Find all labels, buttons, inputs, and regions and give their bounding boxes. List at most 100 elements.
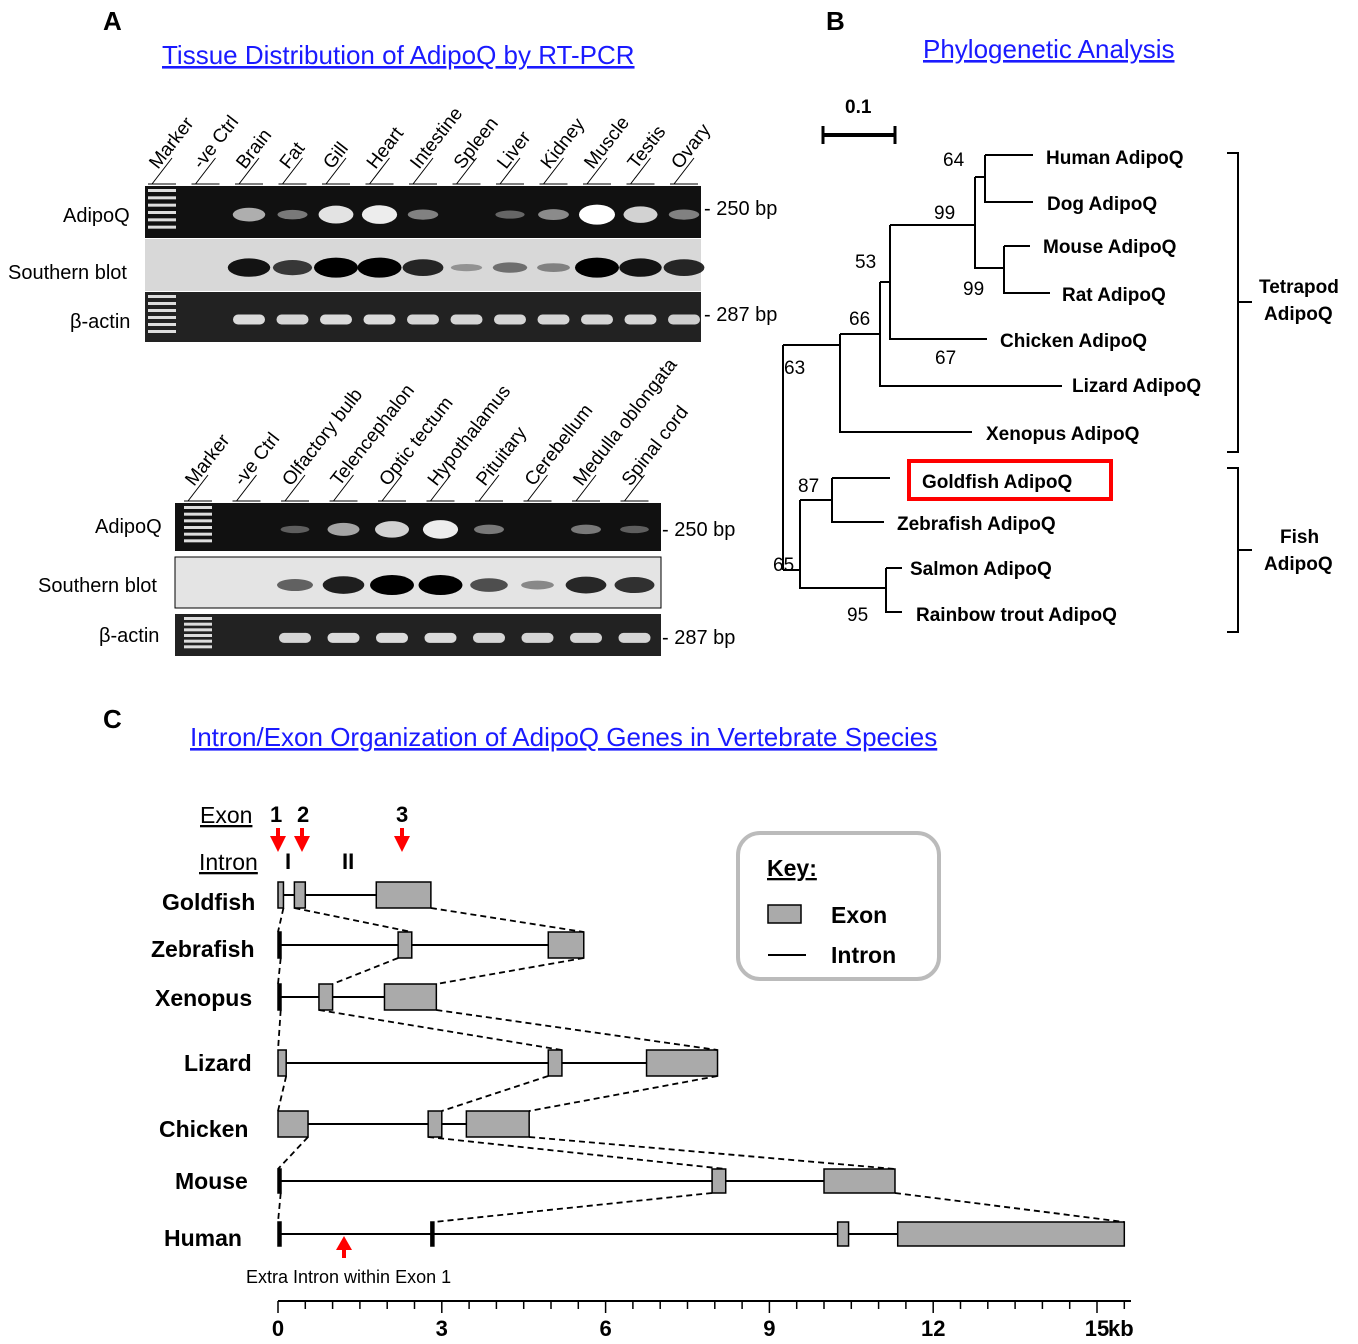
goldfish-highlight-box [907,459,1113,501]
lane-label: Heart [363,123,409,173]
tree-branch-mammal [974,177,1004,269]
taxon-zebrafish: Zebrafish AdipoQ [897,514,1056,535]
panel-c-title: Intron/Exon Organization of AdipoQ Genes… [190,722,937,752]
lane-label: Marker [145,113,198,173]
southern-band [402,259,444,276]
axis-tick-label: 0 [272,1316,284,1341]
gene-structures [277,881,1126,1247]
adipoq-band [474,524,504,535]
group-fish: Fish [1280,527,1319,548]
southern-band [575,257,619,278]
adipoq-band [277,209,308,220]
lane-label: Gill [319,139,352,174]
marker-band [148,302,176,305]
taxon-salmon: Salmon AdipoQ [910,559,1052,580]
key-title: Key: [767,855,817,881]
panel-b-title: Phylogenetic Analysis [923,34,1174,64]
exon-box [823,1168,896,1194]
adipoq-band [579,204,615,225]
gel-2-bp-287: - 287 bp [662,627,735,649]
southern-band [614,577,655,594]
southern-band [565,576,607,594]
gel-2-bp-250: - 250 bp [662,519,735,541]
southern-band [418,575,463,596]
lane-label: Marker [181,430,234,490]
southern-band [322,576,365,594]
marker-band [148,211,176,214]
exon-header-label: Exon [200,802,252,828]
exon-box [711,1168,727,1194]
exon-box [277,881,285,909]
exon-box [547,1049,563,1077]
exon-box [277,983,282,1011]
tree-branch-salmonids [799,500,886,589]
actin-band [376,632,408,643]
panel-a-title: Tissue Distribution of AdipoQ by RT-PCR [162,40,635,70]
southern-band [357,257,402,278]
exon-number-2: 2 [297,802,309,827]
exon-number-3: 3 [396,802,408,827]
actin-band [624,314,657,325]
tree-branch-dog [984,155,1033,203]
arrow-extra-intron [336,1236,352,1250]
lane-label: Ovary [667,120,715,173]
bootstrap-65: 65 [773,555,794,576]
gel-2-row-actin: β-actin [99,625,159,647]
marker-band [184,506,212,509]
exon-box [397,931,413,959]
key-exon-label: Exon [831,902,887,928]
connector-line [277,907,285,933]
exon-box [465,1110,530,1138]
panel-a-letter: A [103,6,122,36]
actin-band [450,314,483,325]
connector-line [277,1192,282,1223]
actin-band [276,314,309,325]
actin-band [570,632,602,643]
actin-band [407,314,439,325]
group-fish-adipoq: AdipoQ [1264,554,1333,575]
marker-band [184,622,212,626]
scale-bar: 0.1 [821,97,897,144]
actin-band [618,632,651,643]
exon-box [277,1110,309,1138]
axis-tick-label: 9 [763,1316,775,1341]
marker-band [184,519,212,523]
species-zebrafish: Zebrafish [151,936,255,962]
actin-band [494,314,526,325]
bootstrap-87: 87 [798,476,819,497]
key-legend: Key: Exon Intron [736,831,941,981]
marker-band [148,225,176,229]
annotation: Extra Intron within Exon 1 [246,1236,451,1287]
exon-box [277,1168,282,1194]
adipoq-band [571,524,601,535]
connector-line [277,1009,282,1051]
adipoq-band [422,520,459,539]
species-chicken: Chicken [159,1116,248,1142]
exon-box [383,983,438,1011]
exon-box [427,1110,443,1138]
taxon-rat: Rat AdipoQ [1062,285,1166,306]
actin-band [363,314,396,325]
marker-band [184,532,212,536]
bootstrap-64: 64 [943,150,965,171]
adipoq-band [668,209,700,220]
bootstrap-values: 64 99 99 53 67 66 63 87 65 95 [773,150,984,626]
marker-band [184,628,212,632]
actin-band [668,314,700,325]
tree-branch-xenopus [839,334,972,433]
actin-band [537,314,570,325]
connector-line [529,1136,896,1170]
bootstrap-67: 67 [935,348,956,369]
marker-band [148,196,176,200]
marker-band [184,539,212,543]
southern-band [272,260,313,276]
marker-band [148,330,176,333]
gel-2-row-adipoq: AdipoQ [95,516,162,538]
taxon-dog: Dog AdipoQ [1047,194,1157,215]
exon-box [547,931,585,959]
marker-band [184,645,212,649]
axis-tick-label: 12 [921,1316,945,1341]
